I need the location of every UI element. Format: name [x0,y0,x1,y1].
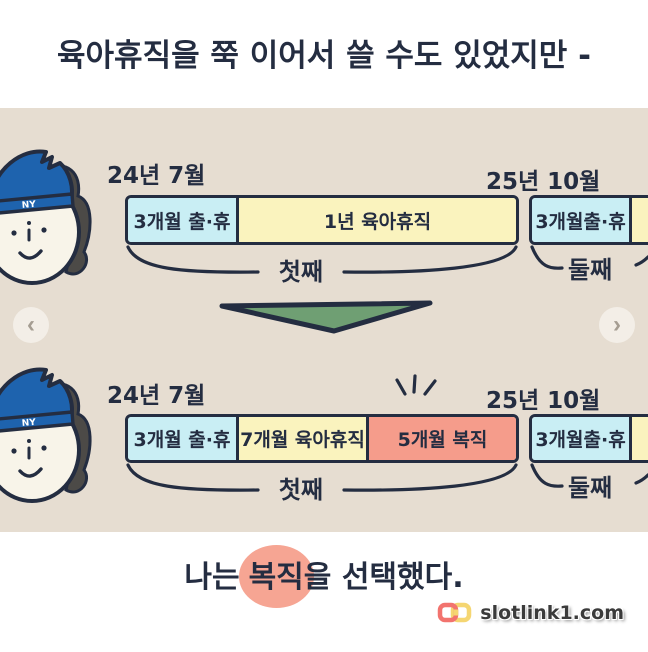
before-child1-bar: 3개월 출·휴 1년 육아휴직 [125,195,519,245]
timeline-segment-maternity2: 3개월출·휴 [532,198,629,242]
nose-dot [27,221,31,225]
after-child2-bar: 3개월출·휴 [529,414,648,463]
chevron-left-icon: ‹ [27,311,35,338]
after-child1-label: 첫째 [278,476,324,504]
cap-band [0,192,75,215]
caption-prefix: 나는 [184,560,240,595]
before-end-date: 25년 10월 [486,169,601,195]
timeline-segment-maternity2: 3개월출·휴 [532,417,629,460]
before-start-date: 24년 7월 [107,163,206,189]
after-brace [126,463,648,492]
caption-suffix: 을 선택했다. [303,560,464,595]
emphasis-sparkle-icon [395,374,437,396]
after-child2-label: 둘째 [568,474,613,502]
caption-highlight-wrap: 복직 [238,545,314,608]
before-child2-label: 둘째 [568,256,613,284]
caption-highlight: 복직 [248,560,304,595]
before-child2-bar: 3개월출·휴 [529,195,648,245]
timeline-segment-return-to-work: 5개월 복직 [366,417,516,460]
smile [18,467,43,478]
after-child1-bar: 3개월 출·휴 7개월 육아휴직 5개월 복직 [125,414,519,463]
timeline-segment-cutoff [629,198,648,242]
before-brace [126,245,648,274]
after-end-date: 25년 10월 [486,388,601,414]
carousel-prev-button[interactable]: ‹ [13,307,49,343]
timeline-segment-parental-leave: 7개월 육아휴직 [236,417,366,460]
after-start-date: 24년 7월 [107,383,206,409]
right-eye [41,445,47,451]
smile [18,249,43,260]
timeline-segment-maternity: 3개월 출·휴 [128,417,236,460]
right-eye [41,227,47,233]
cap-logo-text: NY [21,200,36,211]
watermark-text: slotlink1.com [480,602,624,624]
cap-band [0,410,75,433]
pink-highlight-ellipse [238,545,314,608]
timeline-segment-cutoff [629,417,648,460]
cap-logo-text: NY [21,418,36,429]
timeline-segment-parental-leave: 1년 육아휴직 [236,198,516,242]
chevron-right-icon: › [613,311,621,338]
timeline-segment-maternity: 3개월 출·휴 [128,198,236,242]
left-eye [11,230,17,236]
before-child1-label: 첫째 [278,258,324,286]
chain-link-logo-icon [438,602,472,623]
carousel-next-button[interactable]: › [599,307,635,343]
page-title: 육아휴직을 쭉 이어서 쓸 수도 있었지만 - [57,38,591,74]
woman-character-illustration: NY [0,149,92,285]
left-eye [11,448,17,454]
nose-dot [27,439,31,443]
down-arrow [219,300,433,334]
woman-character-illustration: NY [0,367,92,503]
watermark: slotlink1.com [437,600,624,626]
